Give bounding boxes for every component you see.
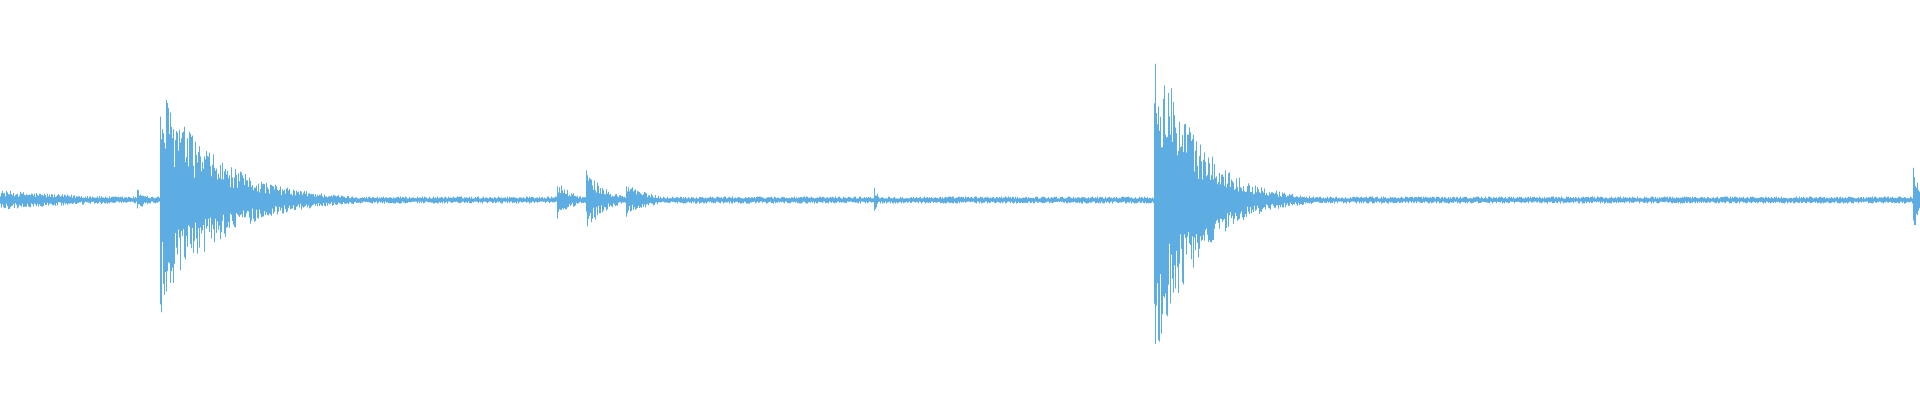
waveform-signal xyxy=(0,63,1920,344)
